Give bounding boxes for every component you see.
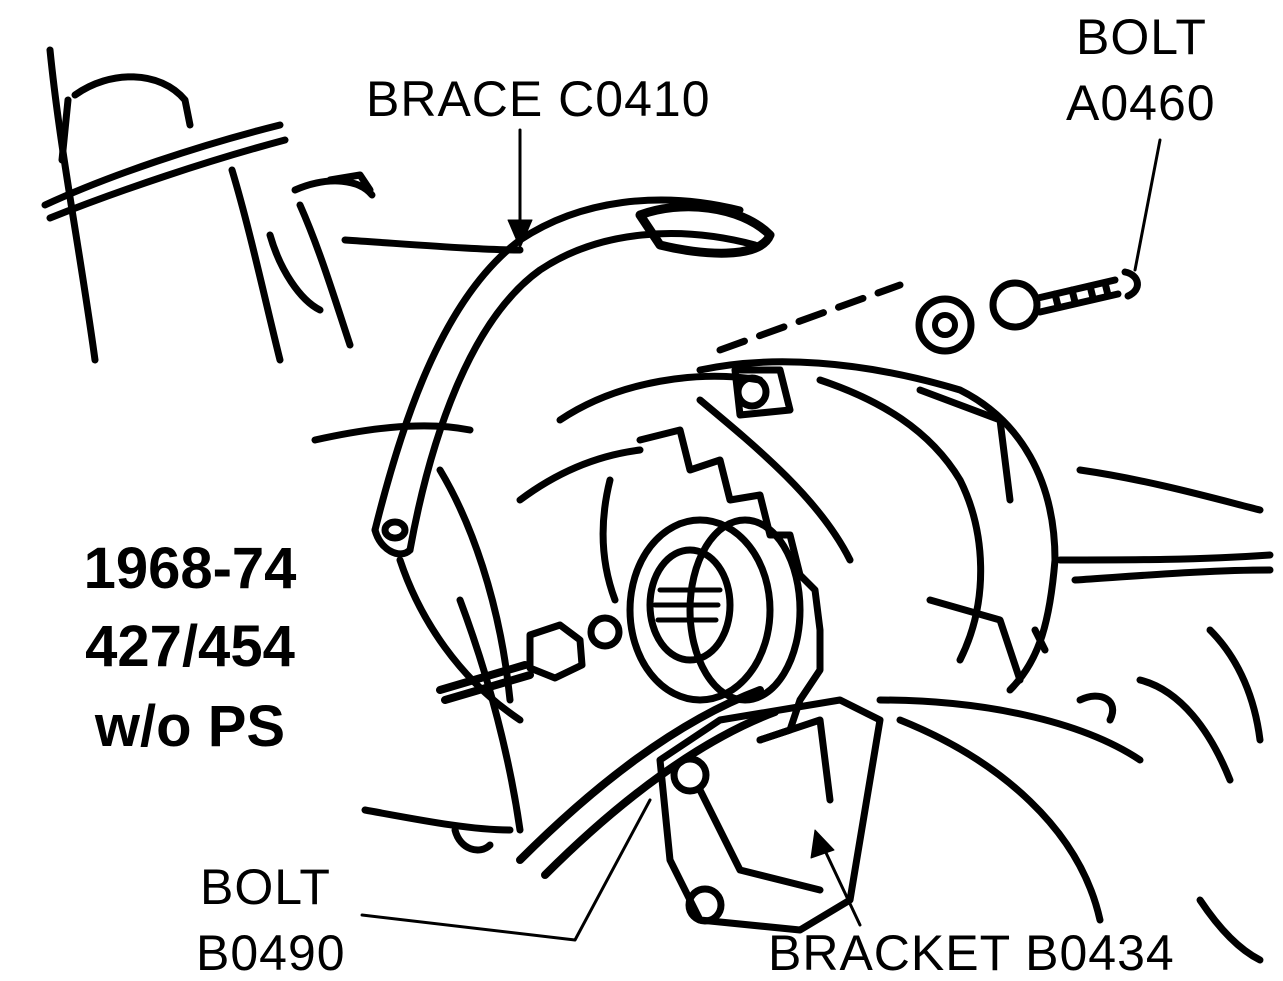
callout-leaders (360, 128, 1162, 942)
brace-label: BRACE C0410 (366, 71, 711, 127)
alternator-pulley (626, 516, 804, 704)
bolt-top-label-line2: A0460 (1066, 75, 1216, 131)
bolt-top-label-line1: BOLT (1076, 9, 1207, 65)
bolt-b0490-hardware (436, 614, 623, 704)
title-option: w/o PS (94, 694, 286, 759)
engine-outline-lower (311, 422, 1274, 964)
bracket-part (656, 696, 884, 934)
title-years: 1968-74 (83, 536, 297, 601)
bolt-a0460-hardware (915, 268, 1141, 355)
title-engine: 427/454 (85, 614, 295, 679)
bolt-bottom-label-line1: BOLT (200, 859, 331, 915)
alternator-body (516, 358, 1059, 744)
bolt-a0460-dashed-guide (716, 281, 904, 354)
brace-part (371, 196, 775, 558)
bolt-bottom-label-line2: B0490 (196, 925, 346, 981)
bracket-label: BRACKET B0434 (768, 925, 1175, 981)
